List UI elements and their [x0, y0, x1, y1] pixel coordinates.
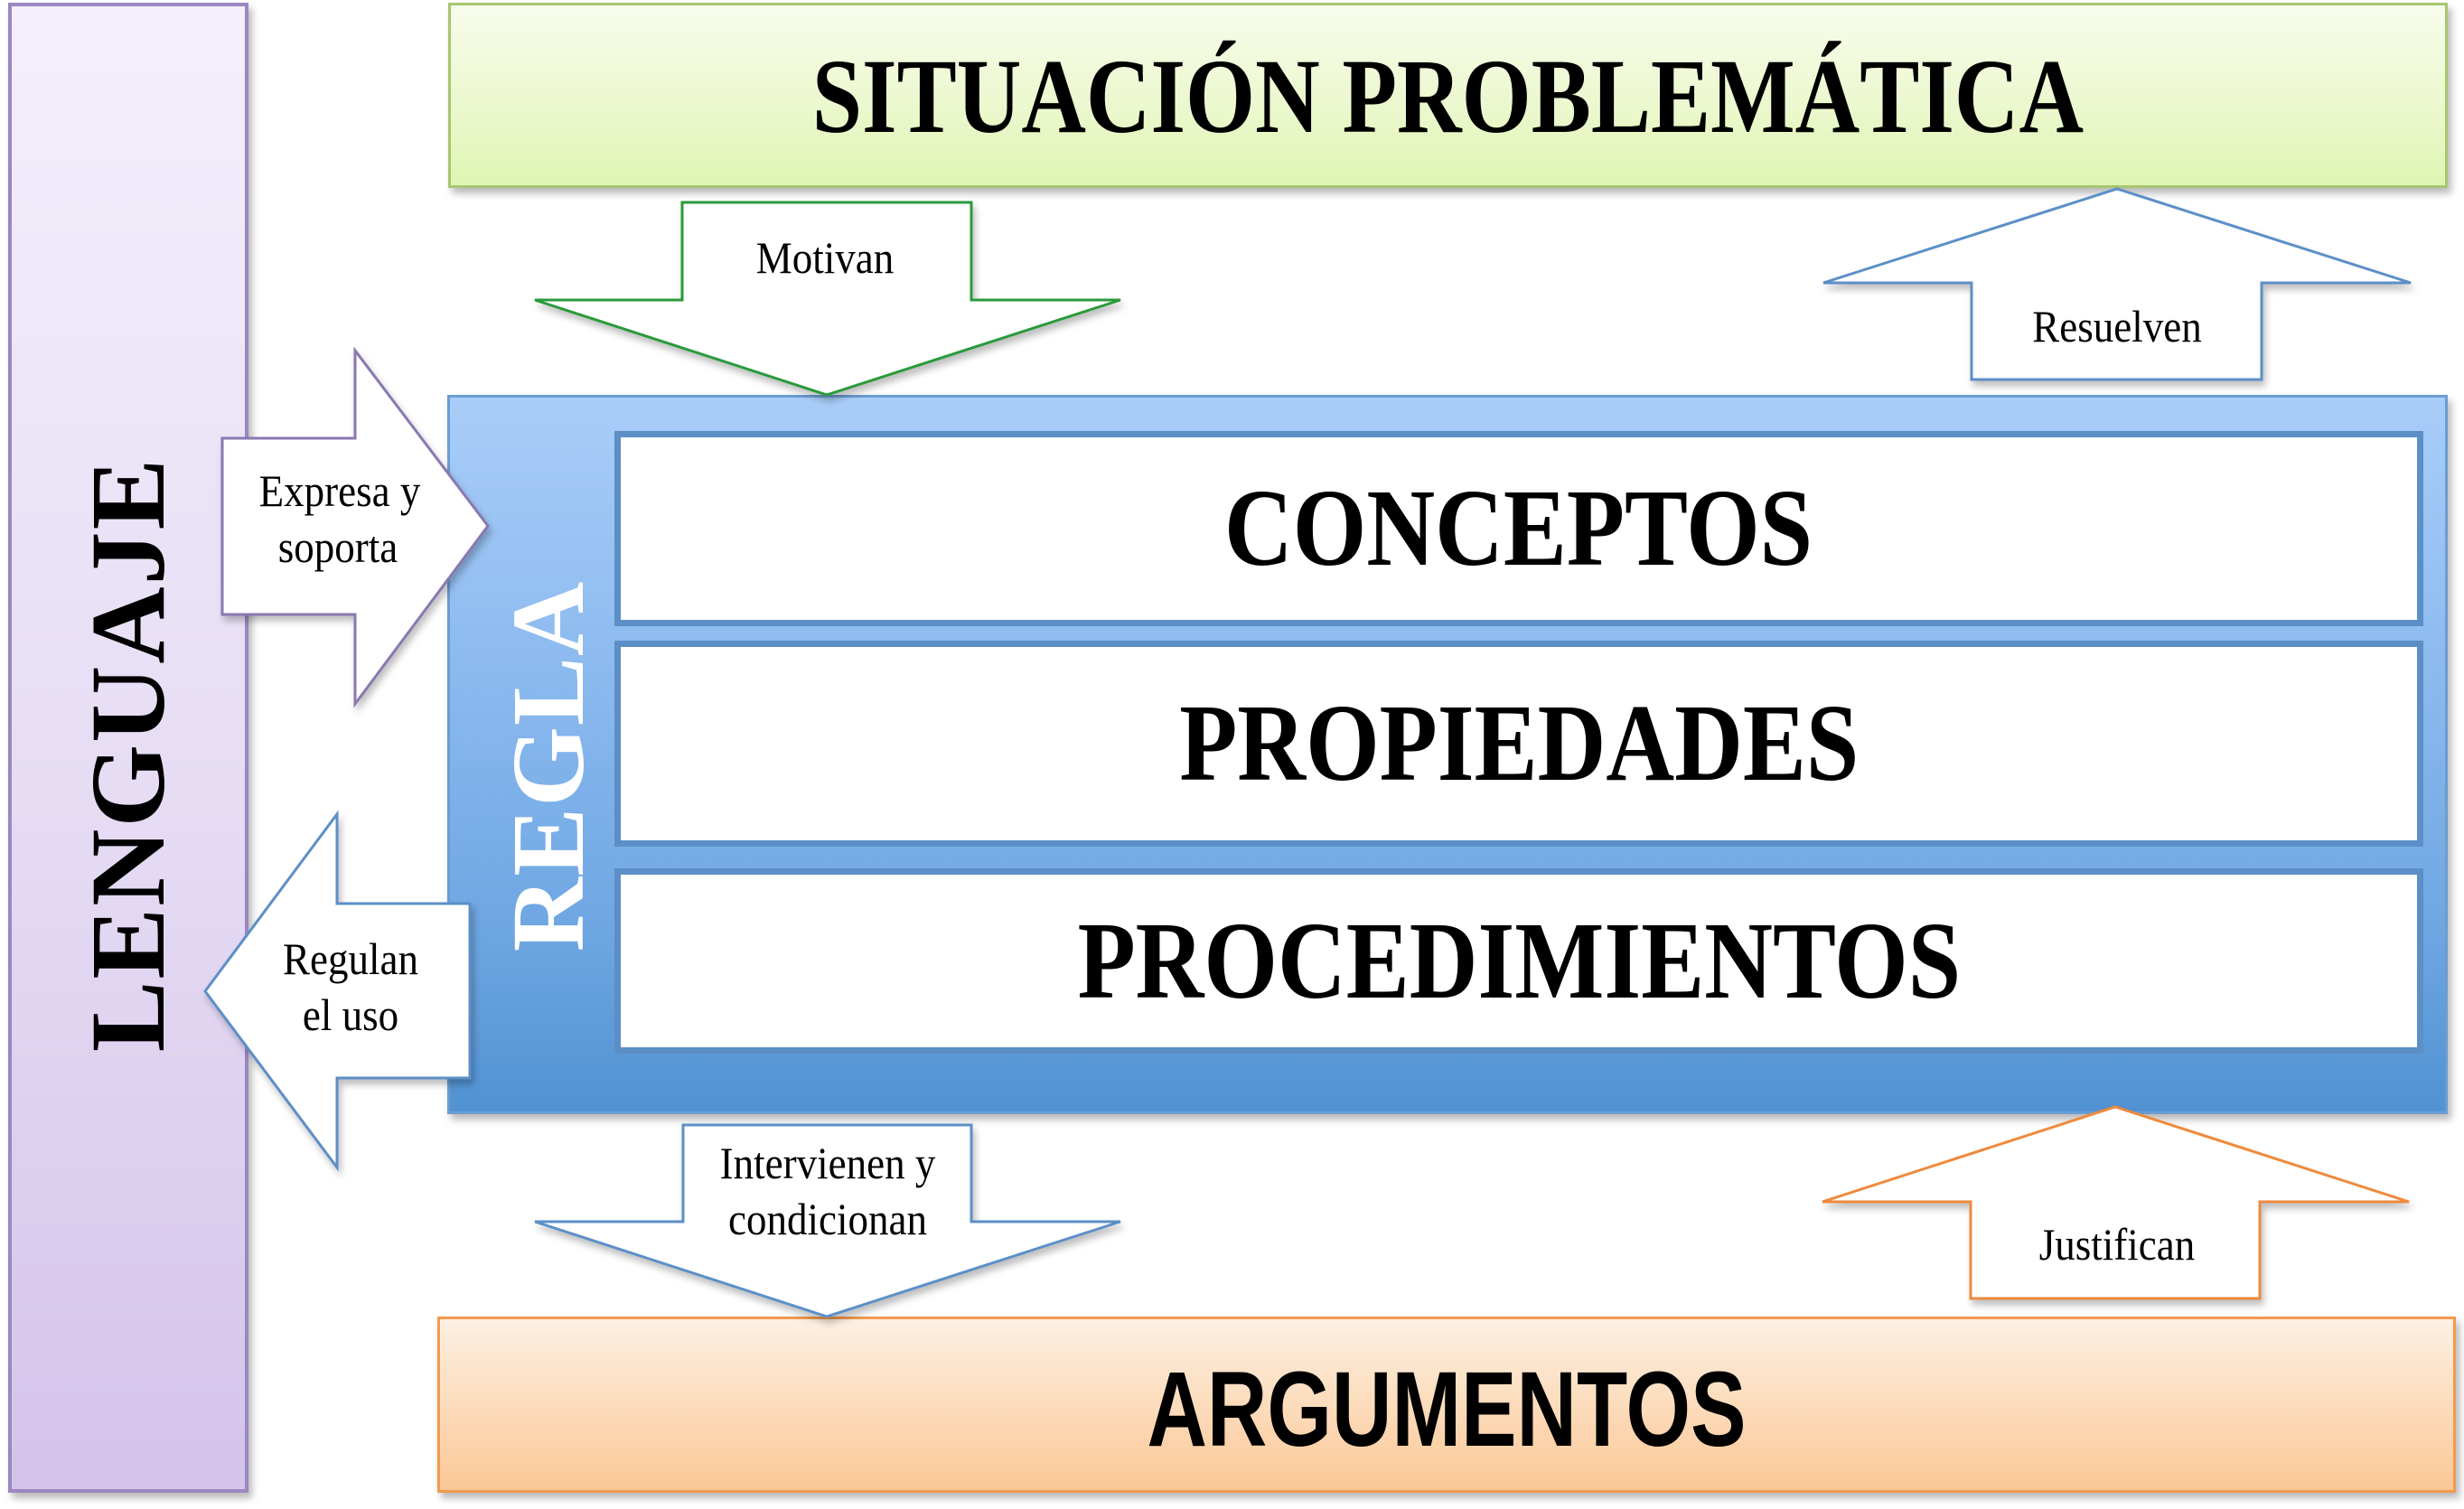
- lenguaje-panel: LENGUAJE: [8, 3, 248, 1493]
- justifican-label: Justifican: [2038, 1219, 2196, 1270]
- regulan-label-line2: el uso: [302, 989, 399, 1040]
- expresa-arrow-icon: [220, 346, 490, 708]
- justifican-arrow-icon: [1822, 1105, 2410, 1300]
- conceptos-label: CONCEPTOS: [1224, 467, 1813, 589]
- procedimientos-box: PROCEDIMIENTOS: [614, 868, 2423, 1054]
- expresa-label-line1: Expresa y: [258, 465, 421, 516]
- intervienen-label-line1: Intervienen y: [719, 1138, 936, 1188]
- situacion-problematica-label: SITUACIÓN PROBLEMÁTICA: [811, 37, 2085, 155]
- conceptos-box: CONCEPTOS: [614, 431, 2423, 626]
- intervienen-arrow-icon: [534, 1123, 1121, 1318]
- intervienen-label-line2: condicionan: [728, 1194, 927, 1244]
- regla-panel: REGLA CONCEPTOS PROPIEDADES PROCEDIMIENT…: [447, 395, 2448, 1114]
- resuelven-arrow-icon: [1822, 187, 2412, 381]
- propiedades-box: PROPIEDADES: [614, 641, 2423, 847]
- motivan-arrow-icon: [534, 201, 1121, 397]
- propiedades-label: PROPIEDADES: [1178, 682, 1860, 804]
- procedimientos-label: PROCEDIMIENTOS: [1077, 899, 1961, 1022]
- motivan-label: Motivan: [755, 232, 895, 283]
- situacion-problematica-panel: SITUACIÓN PROBLEMÁTICA: [448, 3, 2448, 188]
- expresa-label-line2: soporta: [277, 521, 398, 572]
- regulan-label-line1: Regulan: [283, 933, 418, 984]
- regulan-arrow-icon: [203, 810, 472, 1172]
- resuelven-label: Resuelven: [2032, 301, 2202, 351]
- argumentos-panel: ARGUMENTOS: [437, 1317, 2456, 1493]
- argumentos-label: ARGUMENTOS: [1147, 1350, 1747, 1469]
